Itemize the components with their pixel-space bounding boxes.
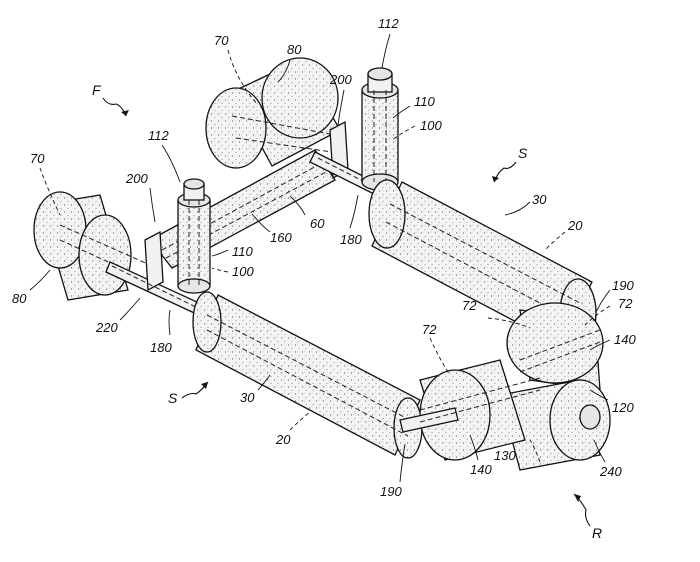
label-100-mid: 100 — [232, 264, 254, 279]
label-140-right: 140 — [614, 332, 636, 347]
right-junction — [499, 302, 611, 471]
label-72-a: 72 — [462, 298, 477, 313]
label-110-top: 110 — [414, 94, 435, 109]
label-60: 60 — [310, 216, 325, 231]
reference-labels: 70 70 80 80 112 112 200 200 110 100 110 … — [12, 16, 636, 541]
label-112-mid: 112 — [148, 128, 169, 143]
label-200-top: 200 — [329, 72, 352, 87]
label-180-left: 180 — [150, 340, 172, 355]
label-70-left: 70 — [30, 151, 45, 166]
direction-arrows — [102, 97, 591, 527]
cylinder-140-bottom — [399, 359, 541, 461]
label-180-top: 180 — [340, 232, 362, 247]
cylinder-80-left — [33, 191, 151, 301]
label-120: 120 — [612, 400, 634, 415]
leader-lines — [29, 33, 611, 483]
label-20-top: 20 — [567, 218, 583, 233]
label-110-mid: 110 — [232, 244, 253, 259]
label-190-bottom: 190 — [380, 484, 402, 499]
label-200-left: 200 — [125, 171, 148, 186]
post-112-top — [361, 67, 399, 191]
label-240: 240 — [599, 464, 622, 479]
label-80-top: 80 — [287, 42, 302, 57]
label-140-bottom: 140 — [470, 462, 492, 477]
label-S-top: S — [518, 145, 528, 161]
cylinder-80-top — [205, 57, 341, 169]
post-112-mid — [177, 178, 211, 294]
label-S-bottom: S — [168, 390, 178, 406]
label-R: R — [592, 525, 602, 541]
label-220: 220 — [95, 320, 118, 335]
label-160: 160 — [270, 230, 292, 245]
label-70-top: 70 — [214, 33, 229, 48]
label-100-top: 100 — [420, 118, 442, 133]
cylinder-30-bottom — [192, 291, 423, 459]
label-80-left: 80 — [12, 291, 27, 306]
label-130: 130 — [494, 448, 516, 463]
label-F: F — [92, 82, 102, 98]
label-20-bottom: 20 — [275, 432, 291, 447]
label-190-right: 190 — [612, 278, 634, 293]
label-72-b: 72 — [618, 296, 633, 311]
label-72-c: 72 — [422, 322, 437, 337]
label-30-top: 30 — [532, 192, 547, 207]
label-112-top: 112 — [378, 16, 399, 31]
label-30-bottom: 30 — [240, 390, 255, 405]
